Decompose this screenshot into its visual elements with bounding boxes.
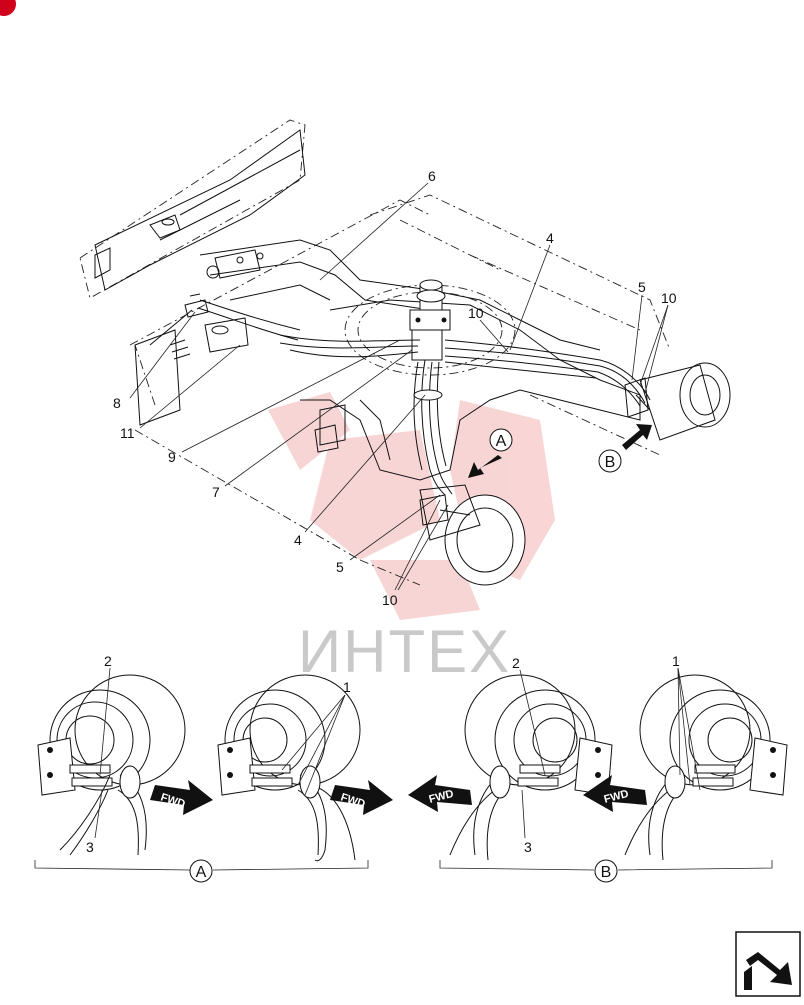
undercarriage-assembly [79, 119, 731, 586]
travel-motor-right [624, 362, 731, 441]
callout-10-bottom: 10 [382, 592, 398, 608]
corner-mark [0, 0, 16, 16]
watermark-logo [268, 392, 555, 620]
left-fittings [149, 293, 209, 346]
hose-bundle-bottom [413, 359, 453, 496]
view-label-b: B [605, 454, 616, 471]
callout-6: 6 [428, 168, 436, 184]
detail-b1 [449, 674, 613, 861]
callout-11: 11 [120, 425, 135, 441]
watermark-text: ИНТЕХ [298, 618, 511, 685]
callout-5-right: 5 [638, 279, 646, 295]
callout-10-right: 10 [661, 290, 677, 306]
callout-10-center: 10 [468, 305, 484, 321]
detail-label-b: B [601, 864, 612, 881]
view-arrow-a: A [468, 428, 513, 478]
fwd-arrow-b1: FWD [408, 775, 472, 812]
hose-bundle-right [444, 339, 651, 407]
fwd-arrow-a2: FWD [330, 780, 393, 815]
callout-8: 8 [113, 395, 121, 411]
callout-4-top: 4 [546, 230, 554, 246]
callout-4-bottom: 4 [294, 532, 302, 548]
callout-5-bottom: 5 [336, 559, 344, 575]
detail-a2 [217, 674, 361, 862]
detail-a1 [37, 674, 186, 856]
detail-bracket-a: A [34, 859, 369, 883]
callout-1-b: 1 [672, 653, 680, 669]
callout-9: 9 [168, 449, 176, 465]
return-arrow-icon[interactable] [735, 931, 801, 997]
callout-7: 7 [212, 484, 220, 500]
travel-motor-bottom [419, 484, 526, 586]
callout-1-a: 1 [343, 679, 351, 695]
view-arrow-b: B [598, 424, 652, 473]
detail-label-a: A [196, 864, 207, 881]
fwd-arrow-a1: FWD [150, 780, 213, 815]
detail-b2 [624, 674, 788, 861]
turntable-ring [344, 284, 516, 376]
view-label-a: A [496, 433, 507, 450]
callout-2-a: 2 [104, 653, 112, 669]
callout-3-a: 3 [86, 839, 94, 855]
callout-2-b: 2 [512, 655, 520, 671]
right-track-frame [369, 194, 671, 351]
left-track-frame [79, 119, 306, 299]
fwd-arrow-b2: FWD [583, 775, 647, 812]
callout-3-b: 3 [524, 839, 532, 855]
main-callouts: 6 4 10 5 10 8 11 9 7 4 5 10 [113, 168, 677, 608]
center-swivel-joint [409, 279, 451, 361]
detail-bracket-b: B [439, 859, 773, 883]
